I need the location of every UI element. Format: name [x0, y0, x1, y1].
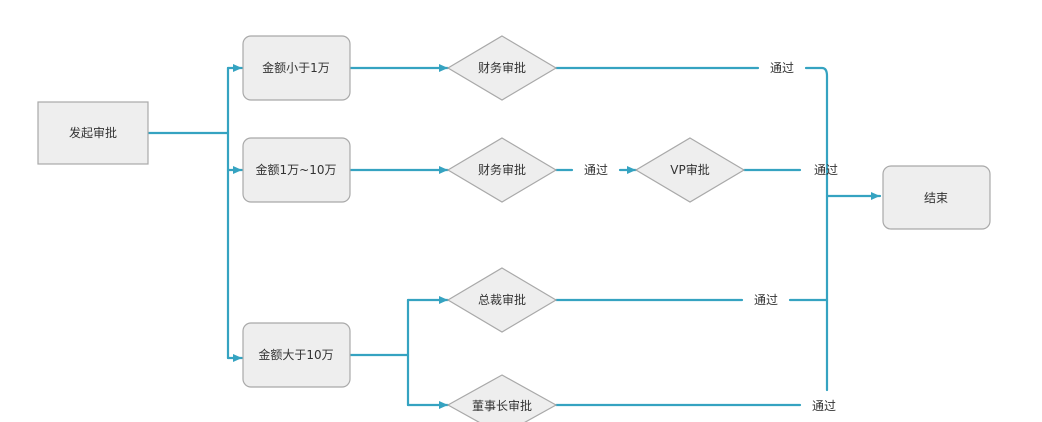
node-chairman-approval: 董事长审批: [446, 374, 558, 422]
node-finance-approval-2: 财务审批: [446, 137, 558, 203]
node-amount-10k-100k: 金额1万~10万: [242, 137, 351, 203]
node-ceo-approval-label: 总裁审批: [478, 292, 526, 307]
node-end: 结束: [882, 165, 991, 230]
node-vp-approval-label: VP审批: [670, 162, 709, 177]
edge-label-pass-vp: 通过: [814, 163, 838, 177]
node-end-label: 结束: [924, 191, 948, 205]
node-amount-10k-100k-label: 金额1万~10万: [256, 162, 337, 177]
edge-label-pass-finance-1: 通过: [770, 61, 794, 75]
node-finance-approval-1-label: 财务审批: [478, 60, 526, 75]
node-vp-approval: VP审批: [634, 137, 746, 203]
edge-label-pass-chairman: 通过: [812, 399, 836, 413]
node-start: 发起审批: [37, 101, 149, 165]
nodes: 发起审批 金额小于1万 金额1万~10万 金额大于10万 财务审批 财务审批 V…: [37, 35, 991, 422]
edges: [146, 64, 882, 409]
node-start-label: 发起审批: [69, 125, 117, 140]
edge-label-pass-finance-2: 通过: [584, 163, 608, 177]
node-ceo-approval: 总裁审批: [446, 267, 558, 333]
node-amount-under-10k: 金额小于1万: [242, 35, 351, 101]
node-chairman-approval-label: 董事长审批: [472, 398, 532, 413]
node-amount-under-10k-label: 金额小于1万: [262, 60, 330, 75]
edge-pass-1-to-merge: [804, 66, 829, 392]
edge-label-pass-ceo: 通过: [754, 293, 778, 307]
node-amount-over-100k-label: 金额大于10万: [258, 347, 333, 362]
node-amount-over-100k: 金额大于10万: [242, 322, 351, 388]
node-finance-approval-1: 财务审批: [446, 35, 558, 101]
node-finance-approval-2-label: 财务审批: [478, 162, 526, 177]
edge-labels: 通过 通过 通过 通过 通过: [584, 61, 838, 413]
